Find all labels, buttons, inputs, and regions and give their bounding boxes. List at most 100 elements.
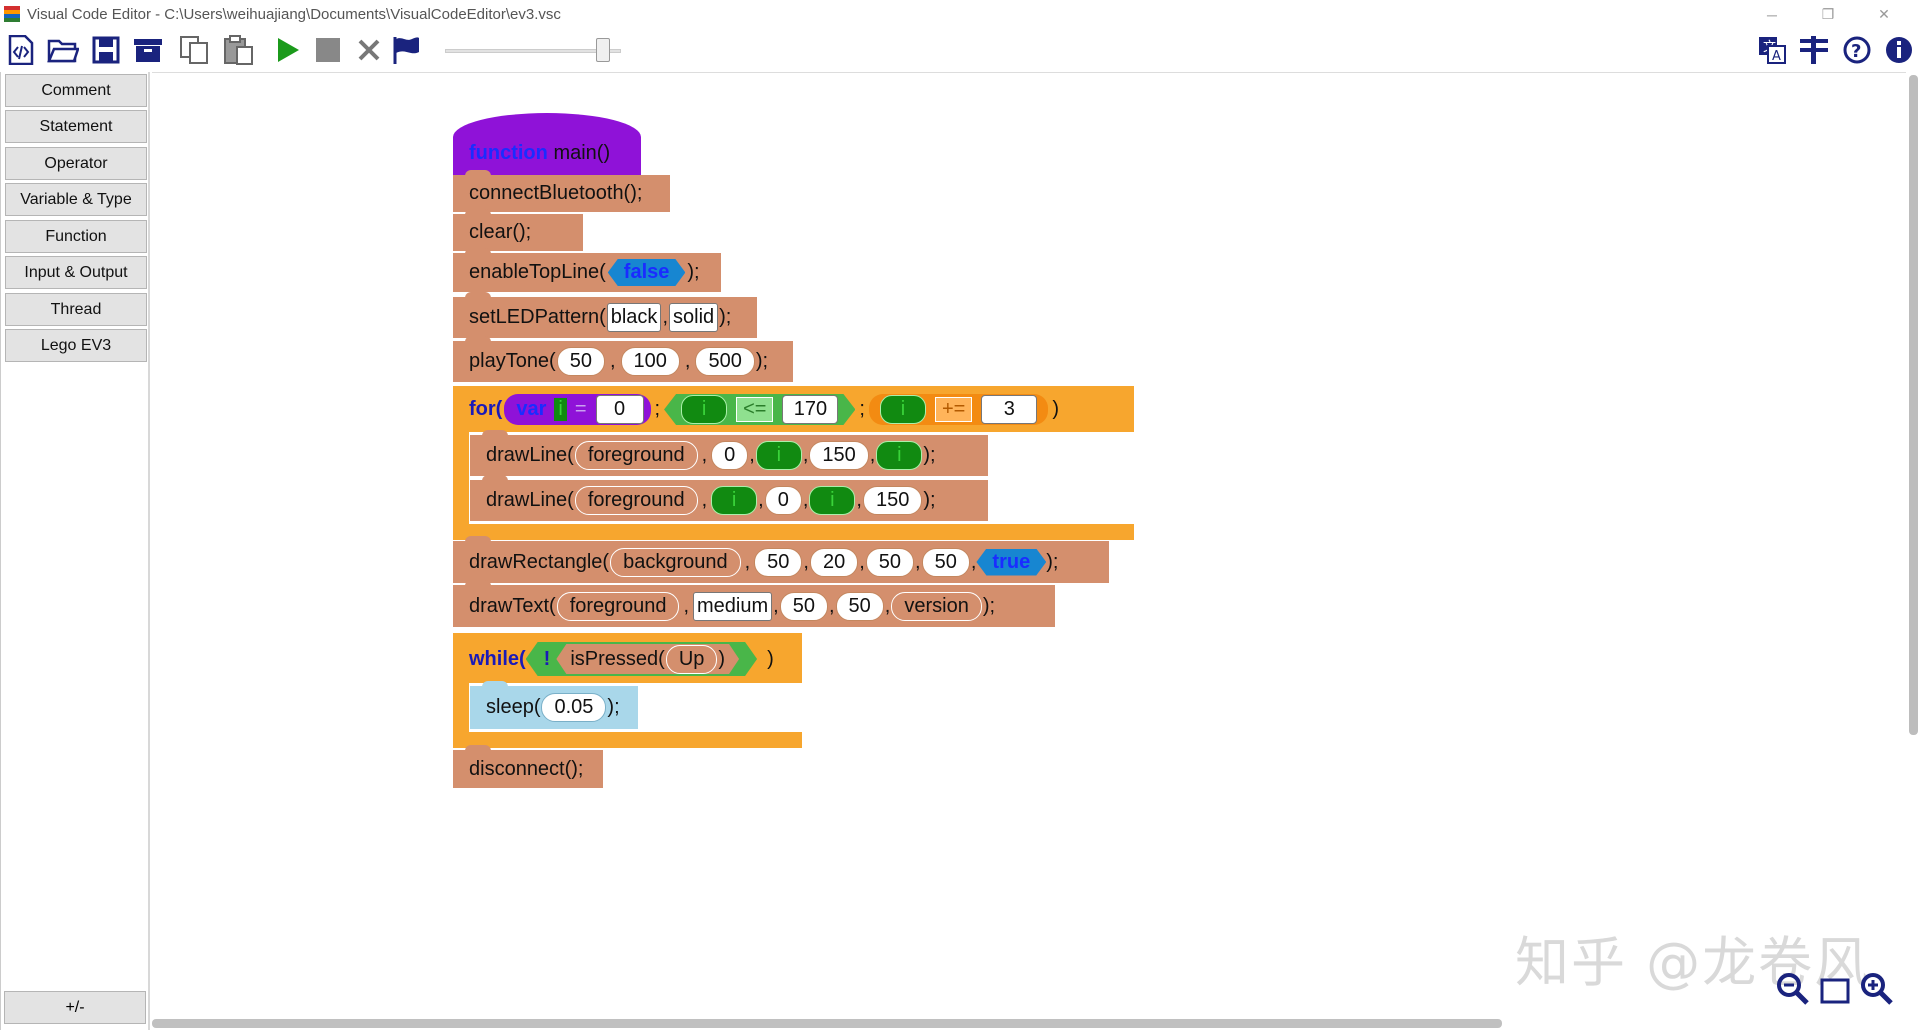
- info-icon[interactable]: [1882, 33, 1916, 67]
- not-expression[interactable]: ! isPressed( Up ): [526, 642, 757, 676]
- flag-icon[interactable]: [390, 33, 424, 67]
- help-icon[interactable]: ?: [1840, 33, 1874, 67]
- condition-operator[interactable]: <=: [736, 397, 773, 422]
- for-condition-expression[interactable]: i <= 170: [664, 394, 855, 425]
- rect-width-input[interactable]: 50: [865, 547, 915, 577]
- while-keyword: while(: [469, 647, 526, 670]
- open-folder-icon[interactable]: [46, 33, 80, 67]
- for-loop-header[interactable]: for( var i = 0 ; i <= 170 ; i += 3 ): [453, 386, 1134, 432]
- step-value[interactable]: 3: [981, 395, 1038, 424]
- enable-top-line-block[interactable]: enableTopLine( false );: [453, 248, 721, 292]
- line-color-select[interactable]: foreground: [574, 441, 698, 470]
- zoom-in-icon[interactable]: [1860, 972, 1894, 1006]
- tone-frequency-input[interactable]: 50: [556, 347, 605, 376]
- svg-text:A: A: [1772, 49, 1781, 64]
- text-size-select[interactable]: medium: [693, 591, 773, 621]
- paste-icon[interactable]: [222, 33, 256, 67]
- step-operator[interactable]: +=: [934, 397, 973, 422]
- for-loop-spine: [453, 432, 469, 532]
- vertical-scrollbar[interactable]: [1906, 72, 1920, 1022]
- category-input-output[interactable]: Input & Output: [5, 256, 147, 289]
- category-comment[interactable]: Comment: [5, 74, 147, 107]
- save-icon[interactable]: [89, 33, 123, 67]
- line-x2-input[interactable]: 150: [809, 441, 869, 470]
- line-x1-input[interactable]: 0: [711, 441, 749, 470]
- category-thread[interactable]: Thread: [5, 293, 147, 326]
- loop-init-value[interactable]: 0: [595, 395, 644, 424]
- tone-duration-input[interactable]: 500: [695, 347, 755, 376]
- settings-icon[interactable]: [1797, 33, 1831, 67]
- while-loop-header[interactable]: while( ! isPressed( Up ) ): [453, 633, 802, 683]
- play-tone-block[interactable]: playTone( 50 , 100 , 500 );: [453, 336, 793, 382]
- fit-icon[interactable]: [1818, 972, 1852, 1006]
- led-color-select[interactable]: black: [606, 303, 662, 332]
- category-variable-type[interactable]: Variable & Type: [5, 183, 147, 216]
- restore-button[interactable]: ❐: [1821, 6, 1835, 22]
- minimize-button[interactable]: ─: [1767, 6, 1777, 23]
- category-statement[interactable]: Statement: [5, 110, 147, 143]
- draw-rectangle-block[interactable]: drawRectangle( background , 50 , 20 , 50…: [453, 536, 1109, 583]
- function-main-block[interactable]: function main(): [453, 113, 641, 175]
- for-init-expression[interactable]: var i = 0: [504, 394, 651, 425]
- line-y2-variable[interactable]: i: [876, 441, 923, 470]
- watermark: 知乎 @龙卷风: [1515, 931, 1871, 994]
- archive-icon[interactable]: [131, 33, 165, 67]
- line-x2-variable[interactable]: i: [809, 486, 856, 515]
- sleep-block[interactable]: sleep( 0.05 );: [470, 681, 638, 729]
- condition-variable[interactable]: i: [681, 395, 727, 424]
- for-step-expression[interactable]: i += 3: [868, 394, 1049, 425]
- toolbar: 文A ?: [0, 30, 1920, 72]
- horizontal-scroll-thumb[interactable]: [152, 1019, 1502, 1028]
- category-operator[interactable]: Operator: [5, 147, 147, 180]
- stop-icon[interactable]: [311, 33, 345, 67]
- boolean-literal[interactable]: false: [608, 259, 686, 286]
- line-y2-input[interactable]: 150: [862, 486, 923, 515]
- button-select[interactable]: Up: [666, 645, 718, 674]
- play-icon[interactable]: [271, 33, 305, 67]
- zoom-out-icon[interactable]: [1776, 972, 1810, 1006]
- line-x1-variable[interactable]: i: [711, 486, 758, 515]
- rect-y-input[interactable]: 20: [809, 547, 859, 577]
- line-color-select[interactable]: foreground: [574, 486, 698, 515]
- connect-bluetooth-block[interactable]: connectBluetooth();: [453, 170, 670, 212]
- clear-icon[interactable]: [352, 33, 386, 67]
- category-lego-ev3[interactable]: Lego EV3: [5, 329, 147, 362]
- category-sidebar: Comment Statement Operator Variable & Ty…: [0, 72, 150, 1030]
- copy-icon[interactable]: [178, 33, 212, 67]
- condition-value[interactable]: 170: [782, 395, 838, 424]
- text-y-input[interactable]: 50: [835, 591, 884, 621]
- rect-height-input[interactable]: 50: [921, 547, 970, 577]
- set-led-pattern-block[interactable]: setLEDPattern( black , solid );: [453, 292, 757, 338]
- draw-line-block-2[interactable]: drawLine( foreground , i , 0 , i , 150 )…: [470, 475, 988, 521]
- step-variable[interactable]: i: [879, 395, 926, 424]
- toggle-sidebar-button[interactable]: +/-: [4, 991, 146, 1024]
- led-pattern-select[interactable]: solid: [669, 303, 719, 332]
- close-button[interactable]: ✕: [1878, 6, 1890, 22]
- clear-block[interactable]: clear();: [453, 209, 583, 251]
- is-pressed-expression[interactable]: isPressed( Up ): [556, 644, 739, 674]
- for-loop-footer: [453, 524, 1134, 540]
- text-x-input[interactable]: 50: [779, 591, 828, 621]
- category-function[interactable]: Function: [5, 220, 147, 253]
- tone-volume-input[interactable]: 100: [620, 347, 680, 376]
- disconnect-block[interactable]: disconnect();: [453, 745, 603, 788]
- line-y1-variable[interactable]: i: [755, 441, 802, 470]
- draw-line-block-1[interactable]: drawLine( foreground , 0 , i , 150 , i )…: [470, 430, 988, 476]
- app-logo-icon: [4, 6, 20, 22]
- rect-x-input[interactable]: 50: [754, 547, 803, 577]
- rect-color-select[interactable]: background: [610, 547, 741, 577]
- rect-fill-boolean[interactable]: true: [976, 549, 1046, 576]
- translate-icon[interactable]: 文A: [1755, 33, 1789, 67]
- title-bar: Visual Code Editor - C:\Users\weihuajian…: [0, 0, 1920, 29]
- loop-variable-name[interactable]: i: [554, 398, 567, 421]
- sleep-duration-input[interactable]: 0.05: [541, 693, 607, 722]
- horizontal-scrollbar[interactable]: [152, 1016, 1906, 1030]
- speed-slider-thumb[interactable]: [596, 38, 611, 62]
- line-y1-input[interactable]: 0: [764, 486, 802, 515]
- draw-text-block[interactable]: drawText( foreground , medium , 50 , 50 …: [453, 580, 1055, 627]
- speed-slider-track[interactable]: [445, 49, 621, 53]
- text-value-variable[interactable]: version: [891, 591, 982, 621]
- text-color-select[interactable]: foreground: [556, 591, 680, 621]
- new-file-icon[interactable]: [4, 33, 38, 67]
- vertical-scroll-thumb[interactable]: [1909, 75, 1918, 735]
